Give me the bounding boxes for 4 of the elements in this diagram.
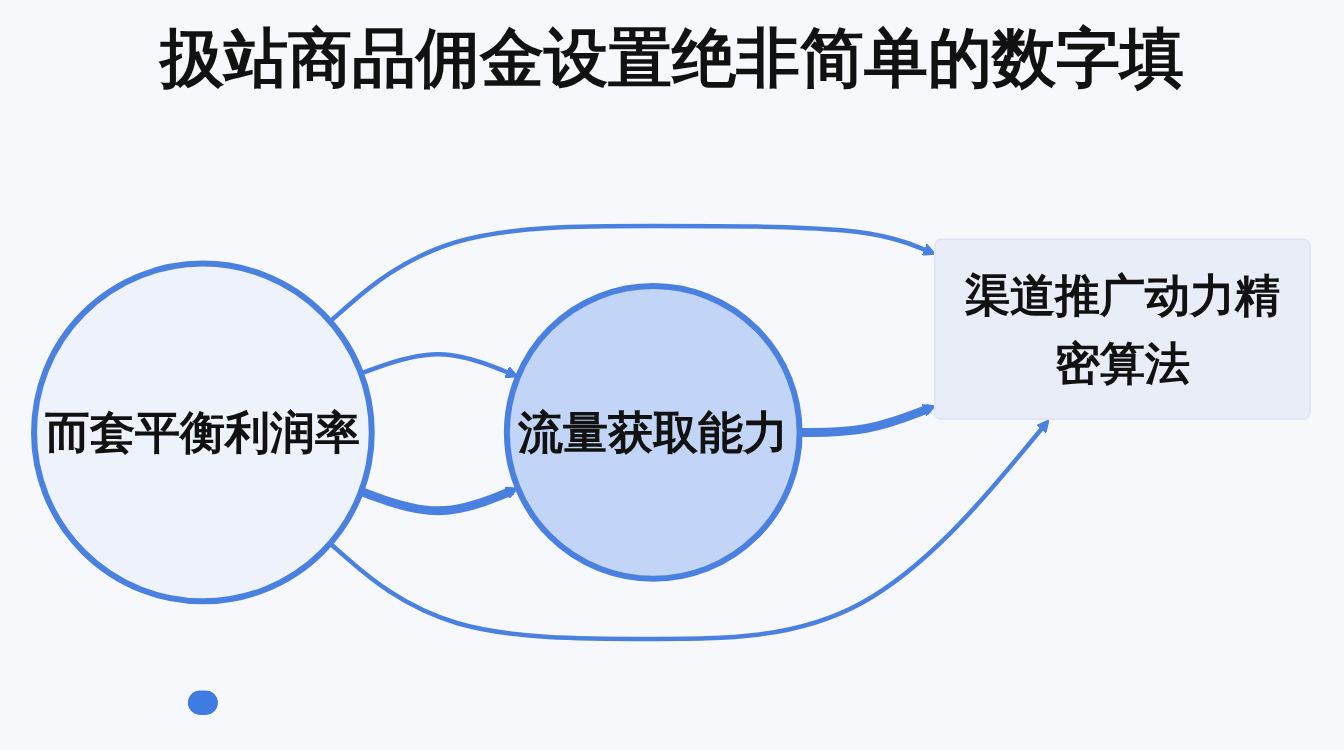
title: 扱站商品佣金设置绝非简单的数字填 [157, 20, 1185, 97]
arrow [328, 419, 1050, 642]
node-circle: 流量获取能力 [503, 283, 803, 582]
node-circle: 而套平衡利润率 [31, 260, 375, 605]
